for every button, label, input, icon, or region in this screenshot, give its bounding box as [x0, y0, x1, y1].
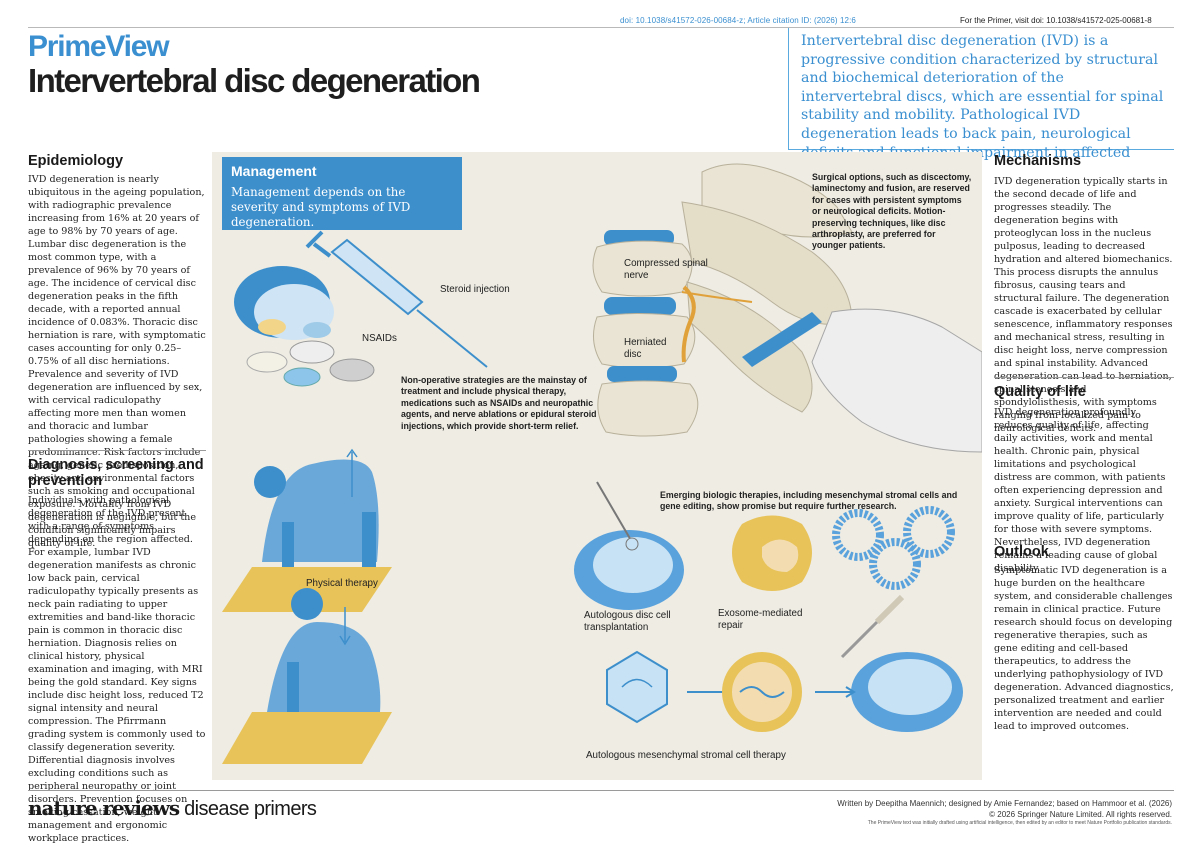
page-title: Intervertebral disc degeneration	[28, 62, 481, 99]
ai-disclaimer: The PrimeView text was initially drafted…	[867, 820, 1172, 826]
surgical-options-note: Surgical options, such as discectomy, la…	[812, 172, 972, 251]
herniated-disc-label: Herniated disc	[624, 337, 667, 360]
footer-divider	[28, 790, 1174, 791]
exosome-repair-label: Exosome-mediated repair	[718, 608, 803, 631]
biologic-therapies-note: Emerging biologic therapies, including m…	[660, 490, 958, 512]
hand-scalpel-illustration	[742, 308, 982, 453]
non-operative-note: Non-operative strategies are the mainsta…	[401, 375, 597, 431]
mechanisms-text: IVD degeneration typically starts in the…	[994, 176, 1173, 434]
credit-block: Written by Deepitha Maennich; designed b…	[716, 798, 1172, 820]
section-divider	[28, 450, 206, 451]
epidemiology-text: IVD degeneration is nearly ubiquitous in…	[28, 174, 206, 549]
outlook-heading: Outlook	[994, 544, 1049, 560]
spine-illustration	[592, 163, 853, 437]
steroid-injection-label: Steroid injection	[440, 284, 510, 295]
physical-therapy-illustration	[222, 448, 392, 764]
brand-title: PrimeView	[28, 30, 170, 63]
syringe-illustration	[305, 230, 488, 368]
section-divider	[994, 377, 1174, 378]
summary-text: Intervertebral disc degeneration (IVD) i…	[788, 28, 1174, 179]
quality-of-life-text: IVD degeneration profoundly reduces qual…	[994, 407, 1166, 574]
logo-light-text: disease primers	[179, 798, 317, 820]
header-divider	[28, 27, 1174, 28]
diagnosis-heading: Diagnosis, screening and prevention	[28, 457, 204, 489]
physical-therapy-label: Physical therapy	[306, 578, 378, 589]
diagnosis-text: Individuals with pathological degenerati…	[28, 495, 206, 844]
doi-citation[interactable]: doi: 10.1038/s41572-026-00684-z; Article…	[620, 16, 856, 25]
outlook-text: Symptomatic IVD degeneration is a huge b…	[994, 565, 1174, 732]
compressed-nerve-label: Compressed spinal nerve	[624, 258, 708, 281]
nsaids-label: NSAIDs	[362, 333, 397, 344]
quality-of-life-heading: Quality of life	[994, 384, 1086, 400]
epidemiology-heading: Epidemiology	[28, 153, 124, 169]
disc-transplant-label: Autologous disc cell transplantation	[584, 610, 671, 633]
primer-link[interactable]: For the Primer, visit doi: 10.1038/s4157…	[960, 16, 1152, 25]
msc-therapy-label: Autologous mesenchymal stromal cell ther…	[586, 750, 786, 761]
management-description: Management depends on the severity and s…	[231, 185, 411, 229]
management-illustration	[222, 163, 982, 764]
management-header-box: Management Management depends on the sev…	[222, 157, 462, 230]
logo-bold-text: nature reviews	[28, 796, 180, 820]
management-heading: Management	[231, 163, 317, 179]
pill-bottle-illustration	[234, 266, 375, 387]
copyright-line: © 2026 Springer Nature Limited. All righ…	[989, 810, 1172, 819]
mechanisms-heading: Mechanisms	[994, 153, 1082, 169]
journal-logo: nature reviews disease primers	[28, 796, 317, 821]
biologic-therapies-illustration	[574, 481, 963, 732]
credit-line: Written by Deepitha Maennich; designed b…	[837, 799, 1172, 808]
